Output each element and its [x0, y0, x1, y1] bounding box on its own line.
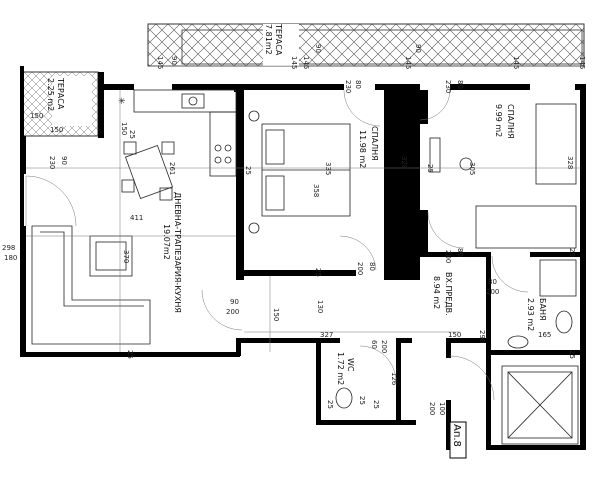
dim-label: 150 — [30, 112, 43, 120]
dim-label: 90 — [170, 56, 178, 65]
dim-label: 60 — [370, 340, 378, 349]
dim-label: 145 — [512, 56, 520, 69]
dim-label: 130 — [316, 300, 324, 313]
dim-label: 25 — [358, 396, 366, 405]
dim-label: 150 — [448, 331, 461, 339]
dining-table — [121, 141, 175, 201]
svg-text:✳: ✳ — [118, 97, 126, 107]
dim-label: 145 — [578, 56, 586, 69]
dim-label: 90 — [60, 156, 68, 165]
dim-label: 230 — [48, 156, 56, 169]
dim-label: 25 — [314, 268, 322, 277]
terrace-left-name: ТЕРАСА — [56, 77, 65, 110]
walls — [20, 66, 586, 450]
terrace-top-name: ТЕРАСА — [274, 23, 283, 56]
bedroom2-area: 9.99 m2 — [494, 104, 503, 137]
dim-label: 200 — [428, 402, 436, 415]
wc-area: 1.72 m2 — [336, 352, 345, 385]
dim-label: 145 — [156, 56, 164, 69]
dim-label: 25 — [126, 350, 134, 359]
shaft — [501, 365, 579, 445]
dim-label: 80 — [488, 278, 497, 286]
dim-label: 25 — [372, 400, 380, 409]
bath-fixtures — [335, 259, 577, 409]
dim-label: 90 — [314, 44, 322, 53]
hall-name: ВХ.ПРЕДВ. — [444, 272, 453, 316]
living-room-name: ДНЕВНА-ТРАПЕЗАРИЯ-КУХНЯ — [173, 192, 182, 313]
bedroom2-name: СПАЛНЯ — [506, 104, 515, 139]
dim-label: 25 — [326, 400, 334, 409]
dimension-lines — [26, 65, 580, 352]
apartment-label-box: Ап.8 — [449, 421, 467, 459]
dim-label: 370 — [122, 250, 130, 263]
terrace-top — [147, 23, 585, 67]
wc-name: WC — [346, 358, 355, 372]
dim-label: 200 — [226, 308, 239, 316]
dim-label: 180 — [4, 254, 17, 262]
dim-label: 80 — [456, 248, 464, 257]
dim-label: 25 — [128, 130, 136, 139]
sofa — [31, 225, 151, 345]
apartment-label: Ап.8 — [451, 424, 462, 447]
dim-label: 90 — [230, 298, 239, 306]
terrace-left — [21, 71, 99, 137]
dim-label: 165 — [538, 331, 551, 339]
dim-label: 126 — [390, 372, 398, 386]
dim-label: 230 — [344, 80, 352, 93]
bath-name: БАНЯ — [538, 298, 547, 321]
dim-label: 327 — [320, 331, 333, 339]
room-labels: ДНЕВНА-ТРАПЕЗАРИЯ-КУХНЯ 19.07m2 СПАЛНЯ 1… — [46, 23, 547, 385]
dim-label: 328 — [566, 156, 574, 169]
bed-1 — [248, 110, 351, 234]
bedroom1-name: СПАЛНЯ — [370, 126, 379, 161]
terrace-top-area: 7.81m2 — [264, 24, 273, 55]
dim-label: 411 — [130, 214, 143, 222]
dim-label: 90 — [414, 44, 422, 53]
dim-label: 25 — [568, 248, 576, 257]
dim-label: 298 — [2, 244, 15, 252]
door-swings — [25, 89, 529, 401]
dim-label: 80 — [456, 80, 464, 89]
dim-label: 358 — [312, 184, 320, 197]
bed-2 — [429, 103, 577, 249]
dim-label: 145 — [290, 56, 298, 69]
dim-label: 261 — [168, 162, 176, 175]
dimension-labels: 90 145 145 145 90 145 90 145 145 80 230 … — [2, 44, 586, 415]
living-room-area: 19.07m2 — [162, 224, 171, 260]
dim-label: 328 — [400, 156, 408, 169]
dim-label: 200 — [444, 250, 452, 263]
kitchen-counter: ✳ — [118, 89, 237, 177]
dim-label: 200 — [486, 288, 499, 296]
dim-label: 25 — [568, 350, 576, 359]
dim-label: 230 — [444, 80, 452, 93]
dim-label: 25 — [426, 164, 434, 173]
dim-label: 150 — [272, 308, 280, 321]
dim-label: 298 — [478, 330, 486, 343]
dim-label: 150 — [120, 122, 128, 135]
dim-label: 200 — [380, 340, 388, 353]
dim-label: 305 — [468, 162, 476, 175]
dim-label: 25 — [244, 166, 252, 175]
dim-label: 150 — [50, 126, 63, 134]
dim-label: 335 — [324, 162, 332, 175]
dim-label: 80 — [354, 80, 362, 89]
dim-label: 145 — [302, 56, 310, 69]
dim-label: 80 — [368, 262, 376, 271]
hall-area: 8.94 m2 — [432, 276, 441, 309]
terrace-left-area: 2.25 m2 — [46, 78, 55, 111]
bedroom1-area: 11.98 m2 — [358, 130, 367, 168]
dim-label: 145 — [404, 56, 412, 69]
bath-area: 2.93 m2 — [526, 298, 535, 331]
dim-label: 200 — [356, 262, 364, 275]
dim-label: 100 — [438, 402, 446, 415]
